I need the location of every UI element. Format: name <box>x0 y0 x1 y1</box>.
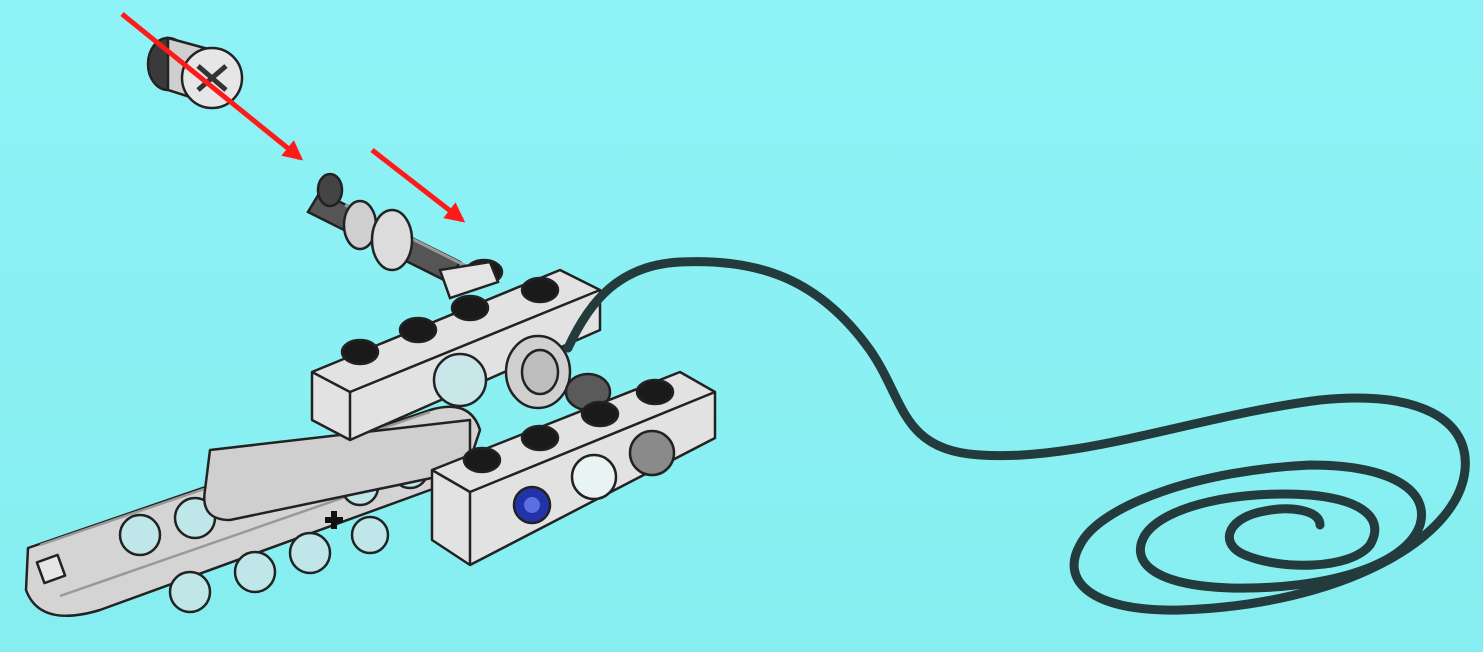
instruction-illustration <box>0 0 1483 652</box>
instruction-step-canvas <box>0 0 1483 652</box>
